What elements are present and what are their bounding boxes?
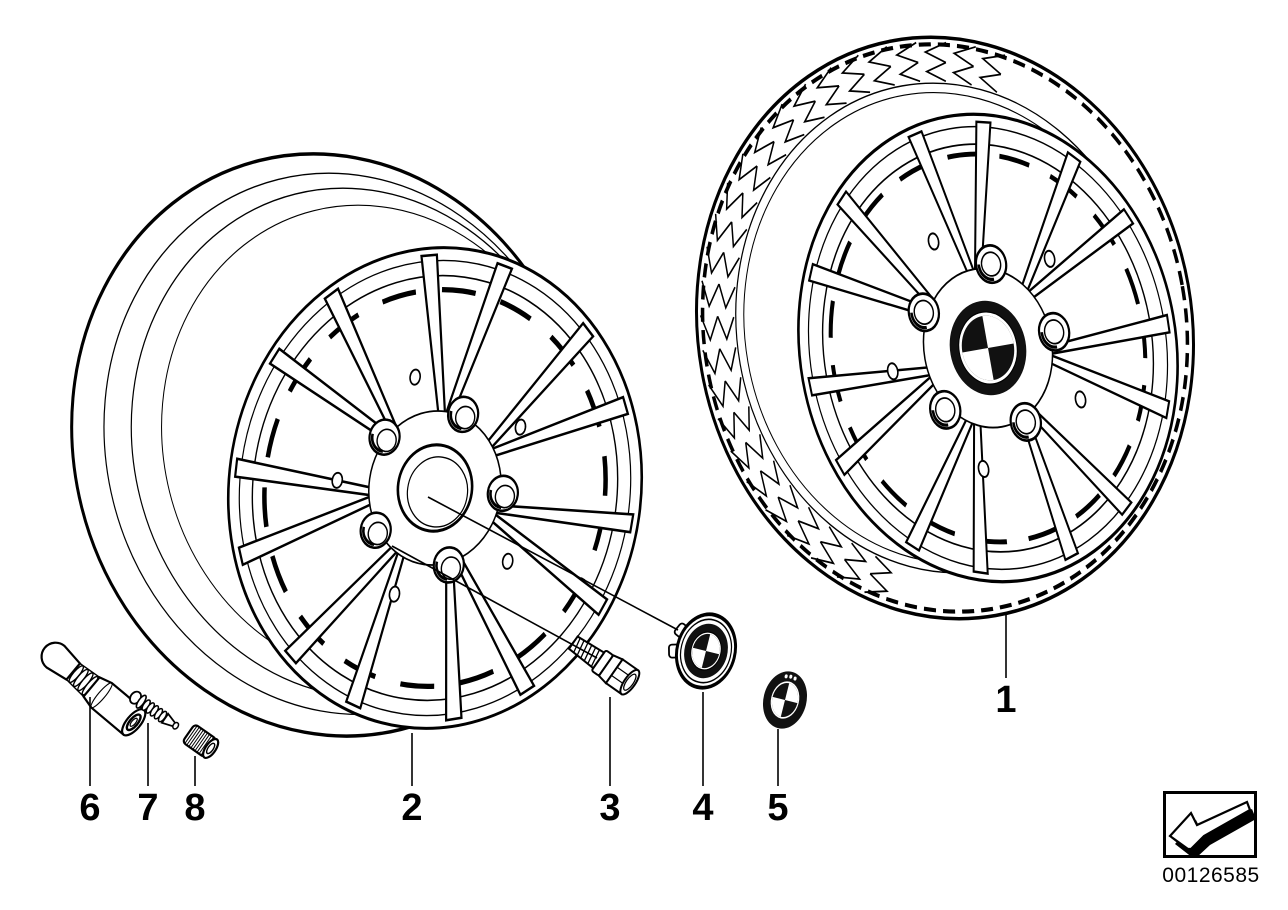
emblem-illustration	[762, 671, 808, 729]
leader-lines	[89, 496, 1007, 786]
callout-1[interactable]: 1	[995, 679, 1017, 721]
wheel-with-tire-illustration	[695, 35, 1195, 621]
alloy-wheel-face	[226, 246, 644, 730]
tire-tread-pattern	[699, 41, 1006, 594]
callout-4[interactable]: 4	[692, 787, 714, 829]
direction-arrow-button[interactable]	[1163, 791, 1257, 858]
callout-3[interactable]: 3	[599, 787, 621, 829]
callout-8[interactable]: 8	[184, 787, 206, 829]
callout-6[interactable]: 6	[79, 787, 101, 829]
leader-wheel-bolt	[391, 545, 598, 659]
wheel-face	[797, 112, 1179, 584]
image-number: 00126585	[1162, 864, 1260, 887]
hub-cap-illustration	[668, 612, 738, 690]
bmw-center-cap	[949, 300, 1027, 396]
valve-stem-illustration	[40, 641, 147, 737]
leader-hub-cap	[427, 496, 679, 631]
center-bore	[396, 443, 474, 533]
valve-core-illustration	[129, 690, 180, 730]
wheel-bolt-illustration	[567, 635, 641, 696]
valve-cap-illustration	[182, 724, 220, 760]
alloy-wheel-illustration	[70, 152, 644, 738]
callout-2[interactable]: 2	[401, 787, 423, 829]
back-arrow-icon	[1168, 800, 1256, 858]
callout-7[interactable]: 7	[137, 787, 159, 829]
callout-5[interactable]: 5	[767, 787, 789, 829]
